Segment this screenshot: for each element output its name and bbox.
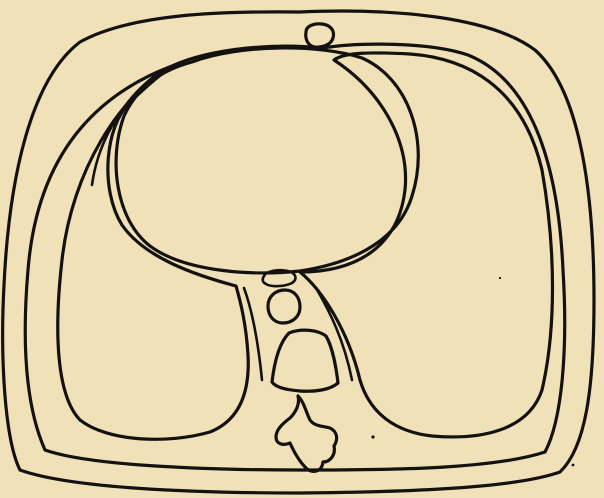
aorta (268, 290, 300, 323)
heart (116, 48, 418, 273)
ink-speck (572, 464, 575, 467)
outer-body-outline (3, 11, 594, 493)
spinous-process (276, 396, 337, 471)
vertebral-body (272, 330, 338, 391)
inner-cavity-outline (25, 44, 564, 470)
ink-speck (499, 277, 501, 279)
ink-speck (371, 435, 374, 438)
sternum (306, 24, 334, 47)
